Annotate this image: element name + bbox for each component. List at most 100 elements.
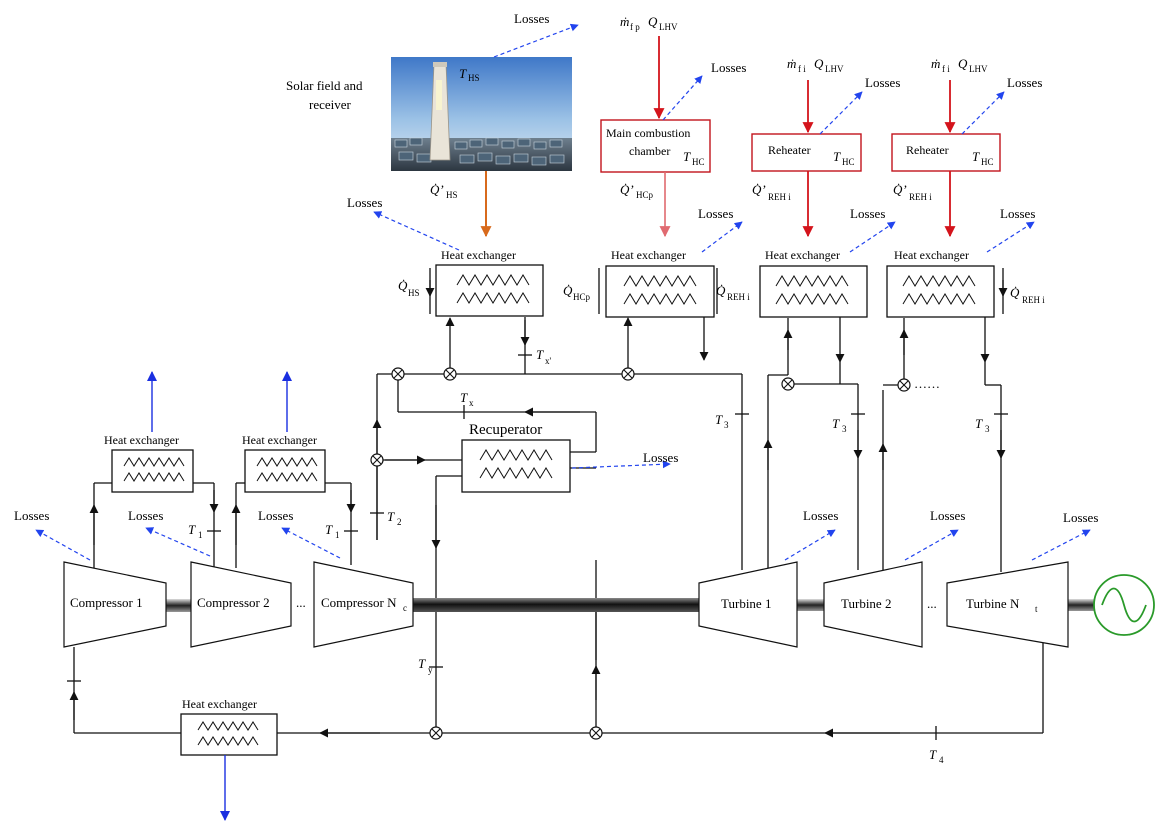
- main-fuel-m-sub: f p: [630, 22, 640, 32]
- reheater1-T-HC-sub: HC: [842, 157, 855, 167]
- shaft-segment-generator: [1068, 599, 1095, 611]
- recuperator: Recuperator Losses: [462, 422, 678, 492]
- intercoolers: Heat exchanger Heat exchanger: [104, 372, 325, 492]
- valve-icon: [371, 454, 383, 466]
- turbine-1-losses-arrow: [785, 530, 835, 560]
- valve-icon: [782, 378, 794, 390]
- main-fuel-Q-label: Q: [648, 14, 658, 29]
- valves: [371, 368, 910, 739]
- intercooler-2: [245, 450, 325, 492]
- T3-label-3: T: [975, 416, 983, 431]
- main-combustion-losses-label: Losses: [711, 60, 746, 75]
- reheater1-Qp-label: Q̇’: [752, 182, 766, 197]
- upper-heat-exchangers: Heat exchanger Losses Q̇ HS Heat exchang…: [347, 195, 1045, 317]
- reheater2-fuel-m-label: ṁ: [931, 56, 940, 71]
- Tx-sub: x: [469, 398, 474, 408]
- compressor-2-label: Compressor 2: [197, 595, 270, 610]
- T2-sub: 2: [397, 517, 402, 527]
- hx2-Q-REH-label: Q̇: [716, 283, 726, 298]
- ic1-label: Heat exchanger: [104, 433, 179, 447]
- heat-exchanger-2: [606, 266, 714, 317]
- hx4-losses-arrow: [987, 222, 1034, 252]
- heat-exchanger-1: [436, 265, 543, 316]
- valve-icon: [430, 727, 442, 739]
- reheater1-losses-label: Losses: [865, 75, 900, 90]
- solar-T-HS-label: T: [459, 66, 467, 81]
- Tx-prime-sub: x': [545, 356, 552, 366]
- turbine-2-label: Turbine 2: [841, 596, 891, 611]
- turbine-N-losses-label: Losses: [1063, 510, 1098, 525]
- valve-icon: [898, 379, 910, 391]
- solar-tower-photo-icon: T HS: [391, 57, 572, 171]
- hx1-Q-HS-sub: HS: [408, 288, 420, 298]
- T3-sub-3: 3: [985, 424, 990, 434]
- hx2-Q-HCp-label: Q̇: [563, 283, 573, 298]
- turbine-1-losses-label: Losses: [803, 508, 838, 523]
- hx4-label: Heat exchanger: [894, 248, 969, 262]
- T3-sub-1: 3: [724, 420, 729, 430]
- reheater2-losses-label: Losses: [1007, 75, 1042, 90]
- main-combustion-T-HC: T: [683, 149, 691, 164]
- T3-label-1: T: [715, 412, 723, 427]
- turbine-ellipsis: ...: [927, 596, 937, 611]
- solar-section: Solar field and receiver T HS: [286, 11, 578, 236]
- turbine-2-losses-label: Losses: [930, 508, 965, 523]
- shaft-segment-c1c2: [166, 599, 191, 612]
- reheater2-fuel-m-sub: f i: [942, 64, 950, 74]
- hx2-Q-REH-sub: REH i: [727, 292, 750, 302]
- reheater2-Qp-sub: REH i: [909, 192, 932, 202]
- solar-losses-arrow: [494, 25, 578, 57]
- turbines: Turbine 1 Losses Turbine 2 Losses ... Tu…: [699, 508, 1098, 647]
- hx1-losses-label: Losses: [347, 195, 382, 210]
- compressor-2-losses-label: Losses: [128, 508, 163, 523]
- T1-label-2: T: [325, 522, 333, 537]
- precooler: Heat exchanger: [181, 697, 277, 820]
- T1-label-1: T: [188, 522, 196, 537]
- solar-field-title-line1: Solar field and: [286, 78, 363, 93]
- turbine-2-losses-arrow: [905, 530, 958, 560]
- solar-field-title-line2: receiver: [309, 97, 352, 112]
- reheater1-T-HC: T: [833, 149, 841, 164]
- solar-Qp-HS-sub: HS: [446, 190, 458, 200]
- turbine-1-label: Turbine 1: [721, 596, 771, 611]
- hx3-losses-arrow: [850, 222, 895, 252]
- reheater1-Qp-sub: REH i: [768, 192, 791, 202]
- intercooler-1: [112, 450, 193, 492]
- T1-sub-1: 1: [198, 530, 203, 540]
- main-fuel-Q-sub: LHV: [659, 22, 678, 32]
- solar-T-HS-sub: HS: [468, 73, 480, 83]
- heat-exchanger-3: [760, 266, 867, 317]
- shaft-main: [413, 598, 699, 612]
- precooler-label: Heat exchanger: [182, 697, 257, 711]
- solar-losses-label: Losses: [514, 11, 549, 26]
- Tx-label: T: [460, 390, 468, 405]
- compressor-1-losses-arrow: [36, 530, 90, 560]
- recuperator-label: Recuperator: [469, 422, 542, 438]
- valve-icon: [392, 368, 404, 380]
- compressor-N-sub: c: [403, 603, 407, 613]
- reheater1-fuel-m-sub: f i: [798, 64, 806, 74]
- reheater2-T-HC-sub: HC: [981, 157, 994, 167]
- hx2-label: Heat exchanger: [611, 248, 686, 262]
- hx2-Q-HCp-sub: HCp: [573, 292, 591, 302]
- compressor-N-label: Compressor N: [321, 595, 397, 610]
- hx3-label: Heat exchanger: [765, 248, 840, 262]
- compressor-ellipsis: ...: [296, 595, 306, 610]
- compressor-N-losses-label: Losses: [258, 508, 293, 523]
- dotted-run: ……: [914, 376, 940, 391]
- reheater1-fuel-Q-sub: LHV: [825, 64, 844, 74]
- hx1-label: Heat exchanger: [441, 248, 516, 262]
- shaft-segment-t1t2: [797, 599, 824, 611]
- compressor-1-losses-label: Losses: [14, 508, 49, 523]
- reheater2-T-HC: T: [972, 149, 980, 164]
- reheater2-fuel-Q-label: Q: [958, 56, 968, 71]
- fuel-section: ṁ f p Q LHV Main combustion chamber T H…: [601, 14, 1042, 236]
- valve-icon: [444, 368, 456, 380]
- hx2-losses-label: Losses: [698, 206, 733, 221]
- Tx-prime-label: T: [536, 347, 544, 362]
- reheater2-losses-arrow: [962, 92, 1004, 134]
- hx3-losses-label: Losses: [850, 206, 885, 221]
- main-combustion-T-HC-sub: HC: [692, 157, 705, 167]
- Ty-sub: y: [428, 665, 433, 675]
